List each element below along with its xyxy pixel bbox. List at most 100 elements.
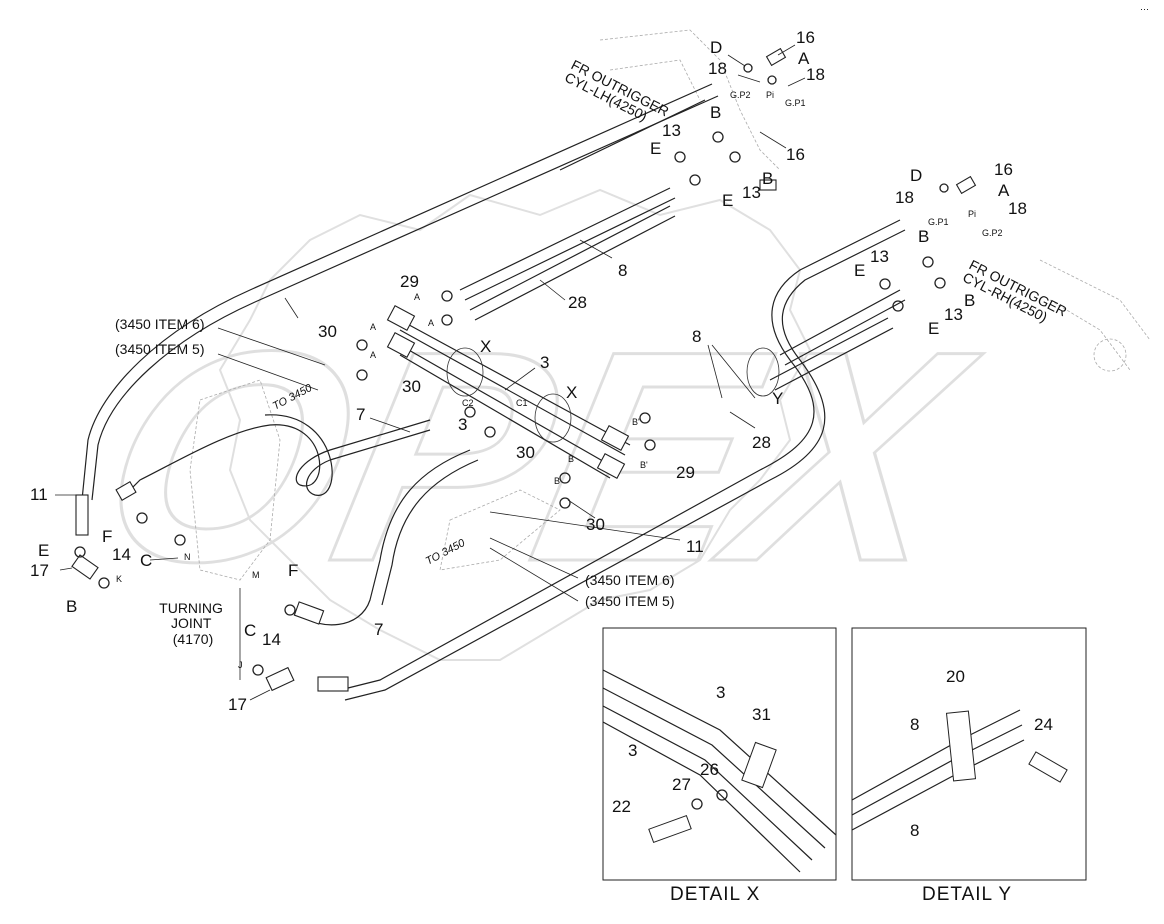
port-label: G.P2	[730, 90, 751, 100]
port-label: B	[554, 476, 560, 486]
hose-assemblies	[81, 83, 906, 701]
detail-y-callout-8: 8	[910, 821, 919, 840]
port-label: A	[414, 292, 420, 302]
callout-3: 3	[458, 415, 467, 434]
detail-x-callout-3: 3	[628, 741, 637, 760]
hose-11-lower	[339, 219, 901, 691]
callout-B: B	[918, 227, 929, 246]
detail-marker-X: X	[566, 383, 577, 402]
port-label: J	[238, 660, 243, 670]
port-label: C2	[462, 398, 474, 408]
callout-3: 3	[540, 353, 549, 372]
callout-B: B	[66, 597, 77, 616]
callout-16: 16	[786, 145, 805, 164]
callout-18: 18	[895, 188, 914, 207]
callout-14: 14	[112, 545, 131, 564]
callout-13: 13	[870, 247, 889, 266]
detail-y-title: DETAIL Y	[922, 884, 1012, 905]
callout-D: D	[710, 38, 722, 57]
callout-13: 13	[742, 183, 761, 202]
reference-item-6: (3450 ITEM 6)	[115, 316, 204, 332]
callout-29: 29	[400, 272, 419, 291]
callout-E: E	[650, 139, 661, 158]
detail-y-callout-20: 20	[946, 667, 965, 686]
callout-D: D	[910, 166, 922, 185]
background-components	[189, 29, 1151, 581]
callout-29: 29	[676, 463, 695, 482]
watermark-text: OPEX	[77, 289, 997, 624]
port-label: K	[116, 574, 122, 584]
callout-A: A	[798, 49, 810, 68]
callout-C: C	[244, 621, 256, 640]
port-label: B	[568, 454, 574, 464]
turning-joint-label: TURNING JOINT (4170)	[159, 600, 227, 647]
callout-18: 18	[806, 65, 825, 84]
port-label: A	[370, 322, 376, 332]
callout-11: 11	[686, 537, 704, 556]
callout-28: 28	[568, 293, 587, 312]
port-label: C1	[516, 398, 528, 408]
callout-14: 14	[262, 630, 281, 649]
callout-F: F	[102, 527, 112, 546]
callout-F: F	[288, 561, 298, 580]
watermark: OPEX	[76, 188, 999, 661]
callout-A: A	[998, 181, 1010, 200]
callout-E: E	[928, 319, 939, 338]
fittings	[71, 47, 977, 692]
detail-y-callout-24: 24	[1034, 715, 1053, 734]
callout-17: 17	[228, 695, 247, 714]
detail-x-callout-27: 27	[672, 775, 691, 794]
callout-18: 18	[1008, 199, 1027, 218]
callout-B: B	[762, 169, 773, 188]
callout-13: 13	[662, 121, 681, 140]
port-label: G.P2	[982, 228, 1003, 238]
callout-B: B	[710, 103, 721, 122]
callout-8: 8	[618, 261, 627, 280]
callout-8: 8	[692, 327, 701, 346]
callout-B: B	[964, 291, 975, 310]
leader-lines	[55, 44, 806, 701]
reference-item-6: (3450 ITEM 6)	[585, 572, 674, 588]
port-label: M	[252, 570, 260, 580]
callout-13: 13	[944, 305, 963, 324]
callout-30: 30	[318, 322, 337, 341]
port-label: B'	[632, 417, 640, 427]
port-label: Pi	[968, 209, 976, 219]
callout-E: E	[722, 191, 733, 210]
callout-11: 11	[30, 485, 48, 504]
detail-x-title: DETAIL X	[670, 884, 760, 905]
detail-x-callout-26: 26	[700, 760, 719, 779]
callout-16: 16	[994, 160, 1013, 179]
hose-11-upper	[81, 83, 713, 501]
detail-marker-Y: Y	[772, 389, 783, 408]
callout-7: 7	[356, 405, 365, 424]
port-label: Pi	[766, 90, 774, 100]
detail-x-callout-22: 22	[612, 797, 631, 816]
port-label: G.P1	[785, 98, 806, 108]
detail-y-callout-8: 8	[910, 715, 919, 734]
callout-7: 7	[374, 620, 383, 639]
detail-marker-X: X	[480, 337, 491, 356]
hose-7-upper	[124, 419, 431, 496]
port-label: A	[370, 350, 376, 360]
callout-30: 30	[402, 377, 421, 396]
reference-item-5: (3450 ITEM 5)	[585, 593, 674, 609]
detail-x-callout-31: 31	[752, 705, 771, 724]
hose-7-lower	[299, 449, 471, 626]
callout-30: 30	[586, 515, 605, 534]
reference-item-5: (3450 ITEM 5)	[115, 341, 204, 357]
detail-x-panel: 3 3 31 26 27 22 DETAIL X	[602, 627, 837, 905]
detail-y-panel: 20 8 8 24 DETAIL Y	[851, 627, 1087, 905]
callout-30: 30	[516, 443, 535, 462]
detail-x-callout-3: 3	[716, 683, 725, 702]
callout-18: 18	[708, 59, 727, 78]
callout-E: E	[854, 261, 865, 280]
callout-E: E	[38, 541, 49, 560]
o-rings	[74, 63, 949, 676]
callout-C: C	[140, 551, 152, 570]
callout-17: 17	[30, 561, 49, 580]
corner-mark: ⋯	[1140, 4, 1149, 14]
port-label: G.P1	[928, 217, 949, 227]
port-label: A	[428, 318, 434, 328]
